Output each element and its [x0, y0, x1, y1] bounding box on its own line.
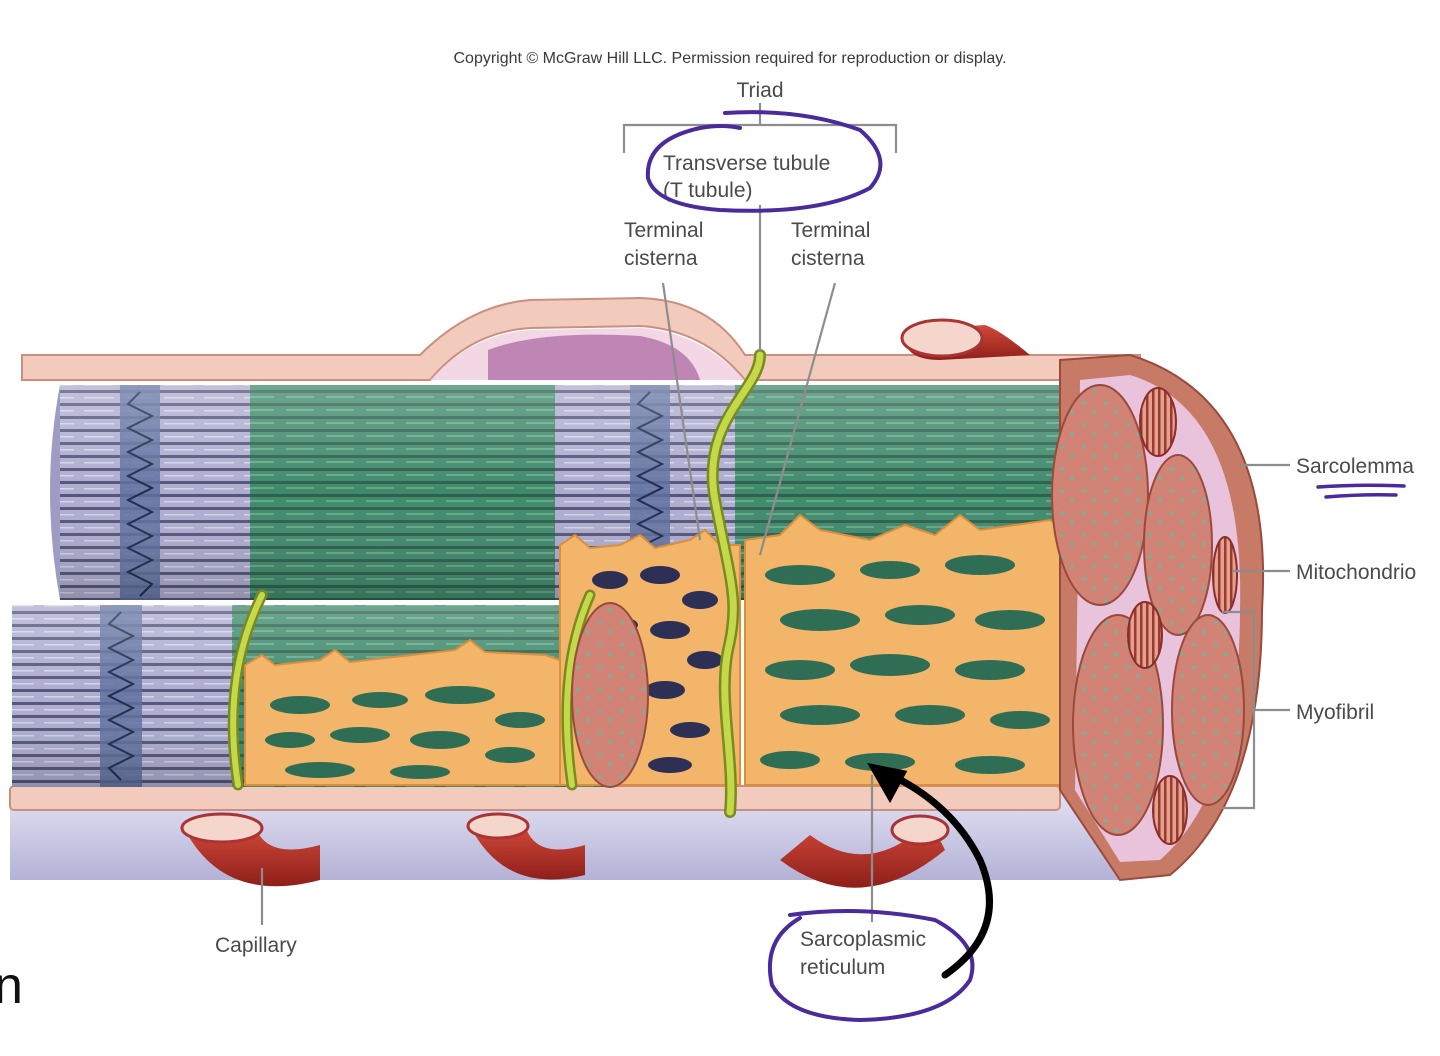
- sr-arrowhead-annotation: [867, 762, 908, 804]
- myofibril-label: Myofibril: [1296, 701, 1374, 724]
- capillary-top: [900, 318, 1030, 360]
- mitochondrion: [1212, 536, 1238, 614]
- capillary: [180, 812, 950, 888]
- sarcolemma-bottom-rim: [9, 785, 1061, 811]
- edge-text-fragment: n: [0, 957, 23, 1015]
- capillary-label: Capillary: [215, 934, 297, 957]
- sarcolemma-underline-annotation: [1316, 483, 1406, 499]
- sr-circle-annotation: [767, 909, 975, 1023]
- terminal-cisterna-left-label: Terminal: [624, 219, 703, 242]
- myofibril-end-lower: [571, 602, 649, 788]
- terminal-cisterna-left-label-line2: cisterna: [624, 247, 698, 270]
- terminal-cisterna-right-leader: [758, 282, 837, 556]
- mitochondrion-label: Mitochondrio: [1296, 561, 1416, 584]
- t-tubule-circle-annotation: [645, 110, 883, 213]
- terminal-cisterna-left-leader: [661, 282, 702, 541]
- sarcoplasm-top: [430, 328, 745, 380]
- sarcoplasmic-reticulum-label: Sarcoplasmic: [800, 928, 926, 951]
- copyright-notice: Copyright © McGraw Hill LLC. Permission …: [453, 50, 1006, 67]
- myofibril-cross-section: [1051, 384, 1149, 606]
- handwritten-annotations: [645, 110, 1406, 1023]
- mitochondrion: [1152, 775, 1188, 845]
- sarcoplasmic-reticulum-label-line2: reticulum: [800, 956, 885, 979]
- fiber-cut-end: [1051, 353, 1264, 882]
- mitochondrion: [1139, 387, 1177, 457]
- terminal-cisterna-right-label: Terminal: [791, 219, 870, 242]
- mitochondrion: [1127, 601, 1163, 669]
- myofibril-cross-section: [1072, 614, 1164, 836]
- myofibril-bracket: [1222, 610, 1290, 810]
- sr-arrow-annotation: [876, 766, 993, 979]
- terminal-cisterna-right-label-line2: cisterna: [791, 247, 865, 270]
- t-tubule-label-line2: (T tubule): [663, 179, 753, 202]
- t-tubule-label: Transverse tubule: [663, 152, 830, 175]
- sarcoplasmic-reticulum: [244, 513, 1082, 786]
- myofibril-cross-section: [1171, 614, 1245, 806]
- sarcolemma-label: Sarcolemma: [1296, 455, 1414, 478]
- triad-label: Triad: [736, 79, 783, 102]
- myofibril-cross-section: [1143, 454, 1213, 636]
- t-tubule: [227, 349, 766, 818]
